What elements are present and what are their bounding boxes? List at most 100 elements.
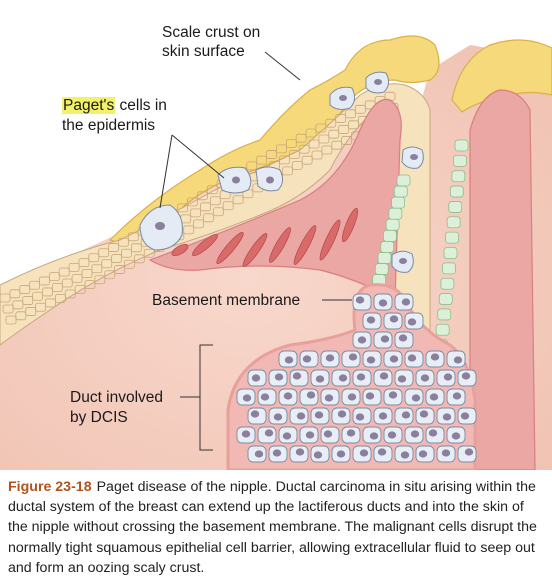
right-papilla: [469, 89, 536, 470]
tumor-cell-nucleus: [305, 431, 315, 439]
tumor-cell-nucleus: [282, 432, 292, 440]
epidermal-cell: [206, 185, 218, 195]
tumor-cell-nucleus: [313, 451, 323, 459]
tumor-cell-nucleus: [356, 373, 366, 381]
epidermal-cell: [308, 139, 320, 149]
epidermal-cell: [51, 283, 63, 292]
epidermal-cell: [133, 254, 145, 264]
tumor-cell-nucleus: [324, 394, 334, 402]
tumor-cells: [236, 293, 477, 463]
leader-scale-crust: [264, 51, 301, 81]
tumor-cell-nucleus: [366, 356, 376, 364]
label-scale-crust-line2: skin surface: [162, 43, 245, 60]
tumor-cell-nucleus: [369, 432, 379, 440]
epidermal-cell: [197, 191, 208, 201]
epidermal-cell: [5, 315, 17, 325]
tumor-cell-nucleus: [378, 412, 388, 420]
epidermal-cell: [84, 280, 96, 290]
tumor-cell-nucleus: [380, 335, 390, 343]
duct-epithelial-cell: [440, 277, 455, 290]
epidermal-cell: [200, 202, 211, 212]
epidermal-cell: [45, 298, 56, 308]
epidermal-cell: [295, 133, 307, 143]
epidermal-cell: [282, 166, 293, 176]
epidermal-cell: [111, 254, 122, 263]
label-pagets-line2: the epidermis: [62, 117, 156, 134]
duct-epithelial-cell: [377, 252, 392, 264]
tumor-cell-nucleus: [314, 411, 324, 419]
tumor-cell-nucleus: [400, 451, 410, 459]
epidermal-cell: [193, 219, 204, 229]
tumor-cell-nucleus: [302, 355, 312, 363]
epidermal-cell: [187, 197, 198, 207]
tumor-cell-nucleus: [273, 413, 283, 421]
tumor-cell-nucleus: [460, 412, 470, 420]
epidermal-cell: [354, 104, 366, 114]
epidermal-cell: [203, 213, 214, 223]
epidermal-cell: [19, 285, 31, 294]
epidermal-cell: [305, 128, 317, 138]
tumor-cell-nucleus: [389, 315, 399, 323]
tumor-cell-nucleus: [306, 391, 316, 399]
tumor-cell-nucleus: [420, 374, 430, 382]
epidermal-cell: [345, 109, 356, 119]
tumor-cell-nucleus: [355, 296, 365, 304]
epidermal-cell: [143, 248, 155, 258]
tumor-cell-nucleus: [338, 374, 348, 382]
tumor-cell-nucleus: [387, 431, 397, 439]
tumor-cell-nucleus: [388, 391, 398, 399]
epidermal-cell: [325, 118, 337, 128]
capillaries: [171, 207, 359, 267]
tumor-cell-nucleus: [346, 429, 356, 437]
epidermal-cell: [78, 258, 90, 268]
tumor-cell-nucleus: [379, 372, 389, 380]
duct-epithelial-cell: [451, 170, 466, 183]
tumor-cell-nucleus: [251, 374, 261, 382]
epidermal-cell: [22, 296, 34, 305]
tumor-cell-nucleus: [242, 394, 252, 402]
epidermal-cell: [222, 201, 234, 211]
epidermal-cell: [118, 237, 129, 247]
epidermal-cell: [183, 225, 195, 235]
duct-epithelial-cell: [396, 174, 411, 187]
tumor-cell-nucleus: [453, 356, 463, 364]
label-pagets-highlight: Paget's: [62, 97, 116, 114]
tumor-cell-nucleus: [264, 429, 274, 437]
duct-epithelial-cell: [442, 262, 456, 275]
epidermal-cell: [42, 287, 53, 297]
epidermal-cell: [348, 120, 359, 130]
tumor-cell-nucleus: [323, 430, 333, 438]
epidermal-cell: [266, 150, 277, 159]
duct-epithelial-cell: [445, 231, 459, 244]
tumor-cell-nucleus: [442, 413, 452, 421]
epidermal-cell: [39, 276, 50, 286]
label-duct-line2: by DCIS: [70, 409, 128, 426]
duct-epithelial-cell: [385, 218, 400, 231]
tumor-cell-nucleus: [355, 413, 365, 421]
tumor-cell-nucleus: [461, 372, 471, 380]
tumor-cell-nucleus: [441, 449, 451, 457]
label-scale-crust-line1: Scale crust on: [162, 24, 261, 41]
epidermal-cell: [190, 208, 201, 218]
tumor-cell-nucleus: [410, 430, 420, 438]
tumor-cell-nucleus: [284, 356, 294, 364]
epidermal-cell: [331, 140, 343, 150]
epidermal-cell: [32, 291, 44, 301]
duct-epithelial-cell: [388, 207, 403, 220]
duct-epithelial-cell: [453, 154, 467, 167]
epidermal-cell: [301, 155, 313, 165]
epidermal-cell: [29, 280, 41, 290]
duct-epithelial-cell: [393, 185, 408, 198]
tumor-cell-nucleus: [365, 392, 375, 400]
epidermal-cell: [104, 270, 116, 280]
dermal-papilla: [148, 98, 402, 302]
epidermal-cell: [68, 262, 80, 272]
epidermal-cell: [35, 302, 47, 312]
duct-epithelial-cell: [446, 216, 461, 229]
epidermal-cell: [108, 243, 119, 252]
epidermal-cell: [321, 145, 333, 155]
epidermal-cell: [276, 144, 287, 154]
epidermal-cell: [285, 139, 297, 148]
leader-pagets-1: [159, 134, 173, 209]
